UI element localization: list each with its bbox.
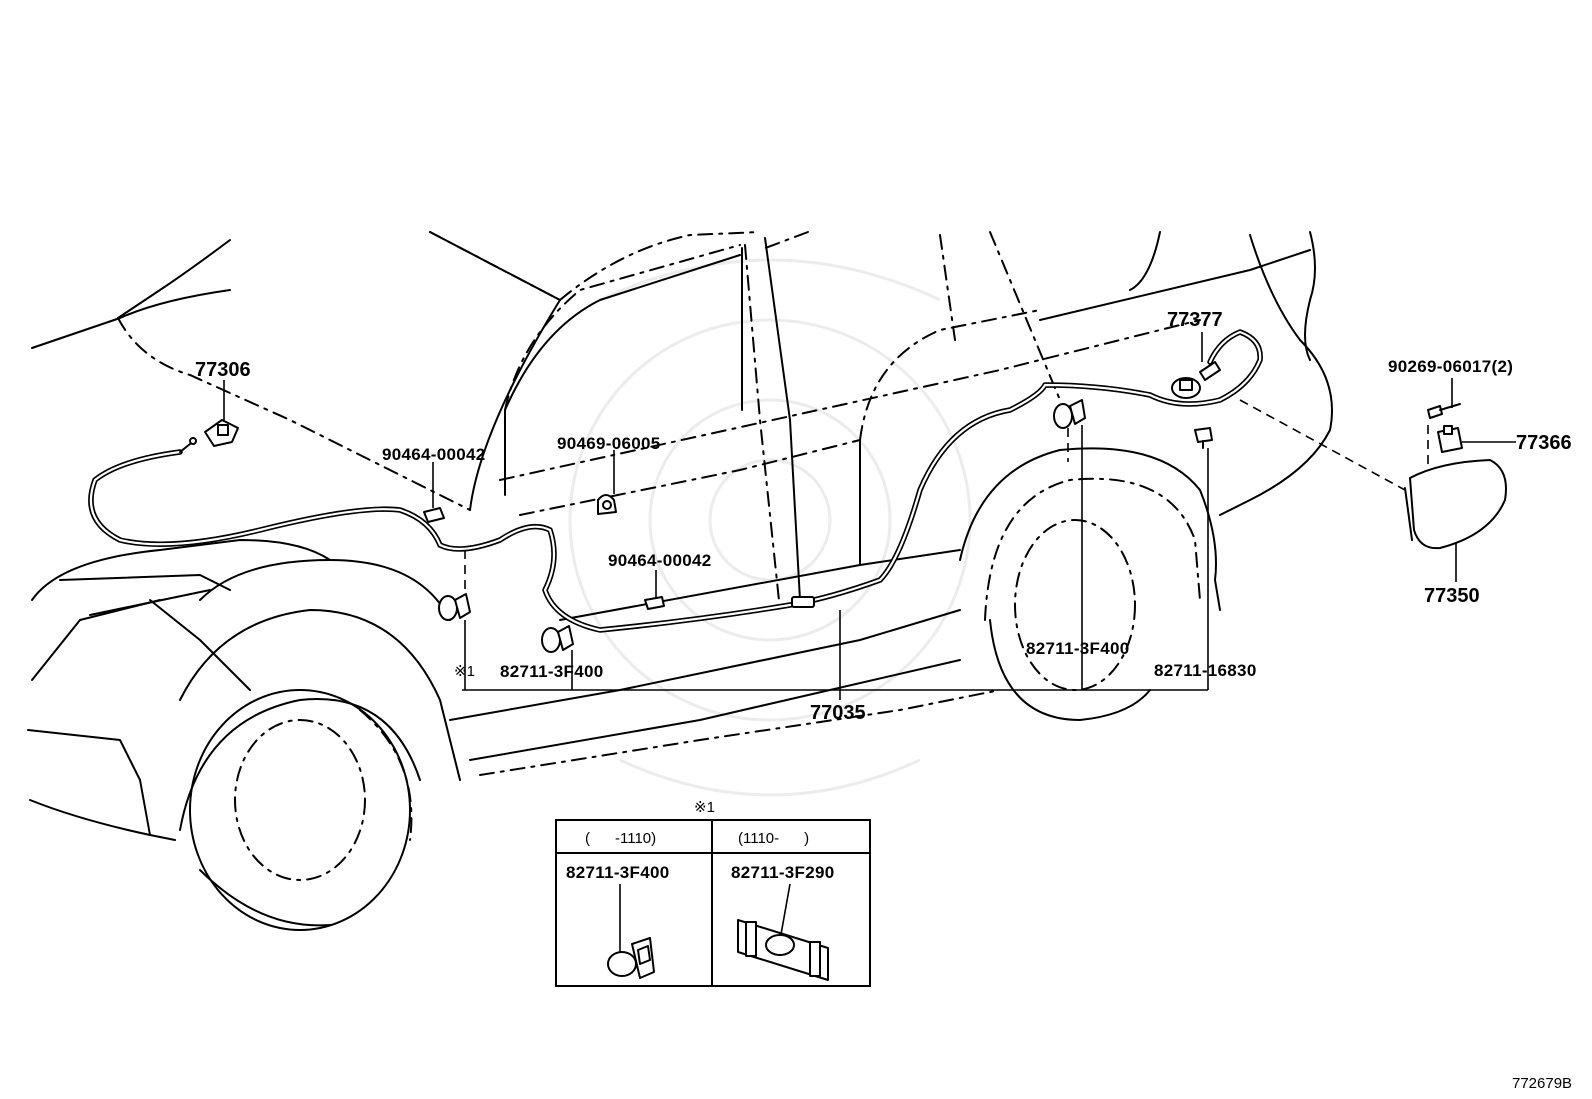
variant-inset-table: ※1 ( -1110) (1110- ) 82711-3F400 82711-3… [555, 799, 871, 987]
clip-rear-part [1194, 427, 1213, 449]
inset-col1-header: ( -1110) [585, 830, 656, 847]
illustration-code: 772679B [1512, 1075, 1572, 1092]
inset-col2-part[interactable]: 82711-3F290 [731, 863, 835, 882]
fuel-lid-part [1404, 459, 1507, 550]
label-clamp-front[interactable]: 82711-3F400 [500, 662, 604, 681]
note-mark: ※1 [454, 663, 475, 680]
label-clip-sill[interactable]: 90464-00042 [608, 551, 712, 570]
inset-col2-header: (1110- ) [738, 830, 809, 847]
part-number-labels: 77306 90464-00042 90469-06005 90464-0004… [195, 309, 1572, 724]
label-cable-assy[interactable]: 77035 [810, 702, 866, 724]
hinge-part [1437, 425, 1463, 453]
clip-door-part [597, 494, 617, 515]
clip-sill-part [644, 596, 665, 610]
clip-fender-part [423, 507, 445, 523]
clamp-sill-part [541, 625, 574, 653]
label-screw[interactable]: 90269-06017(2) [1388, 357, 1513, 376]
leader-lines [223, 332, 1516, 700]
opener-lock-part [1171, 361, 1221, 399]
clamp-fender-part [438, 593, 471, 621]
label-clip-fender[interactable]: 90464-00042 [382, 445, 486, 464]
fuel-lid-opener-cable [88, 329, 1263, 633]
label-hood-lock[interactable]: 77306 [195, 359, 251, 381]
label-hinge[interactable]: 77366 [1516, 432, 1572, 454]
watermark [568, 258, 972, 797]
clamp-rear-part [1053, 399, 1086, 429]
label-clamp-rear2[interactable]: 82711-16830 [1154, 661, 1257, 680]
screw-part [1427, 403, 1461, 419]
vehicle-outline [27, 231, 1333, 931]
inset-col1-part[interactable]: 82711-3F400 [566, 863, 670, 882]
label-clamp-rear[interactable]: 82711-3F400 [1026, 639, 1130, 658]
inset-clamp-icon [607, 951, 637, 977]
hood-lock-part [204, 419, 239, 447]
inset-title: ※1 [694, 799, 715, 816]
label-clip-door[interactable]: 90469-06005 [557, 434, 661, 453]
label-fuel-lid[interactable]: 77350 [1424, 585, 1480, 607]
label-opener-lock[interactable]: 77377 [1167, 309, 1223, 331]
